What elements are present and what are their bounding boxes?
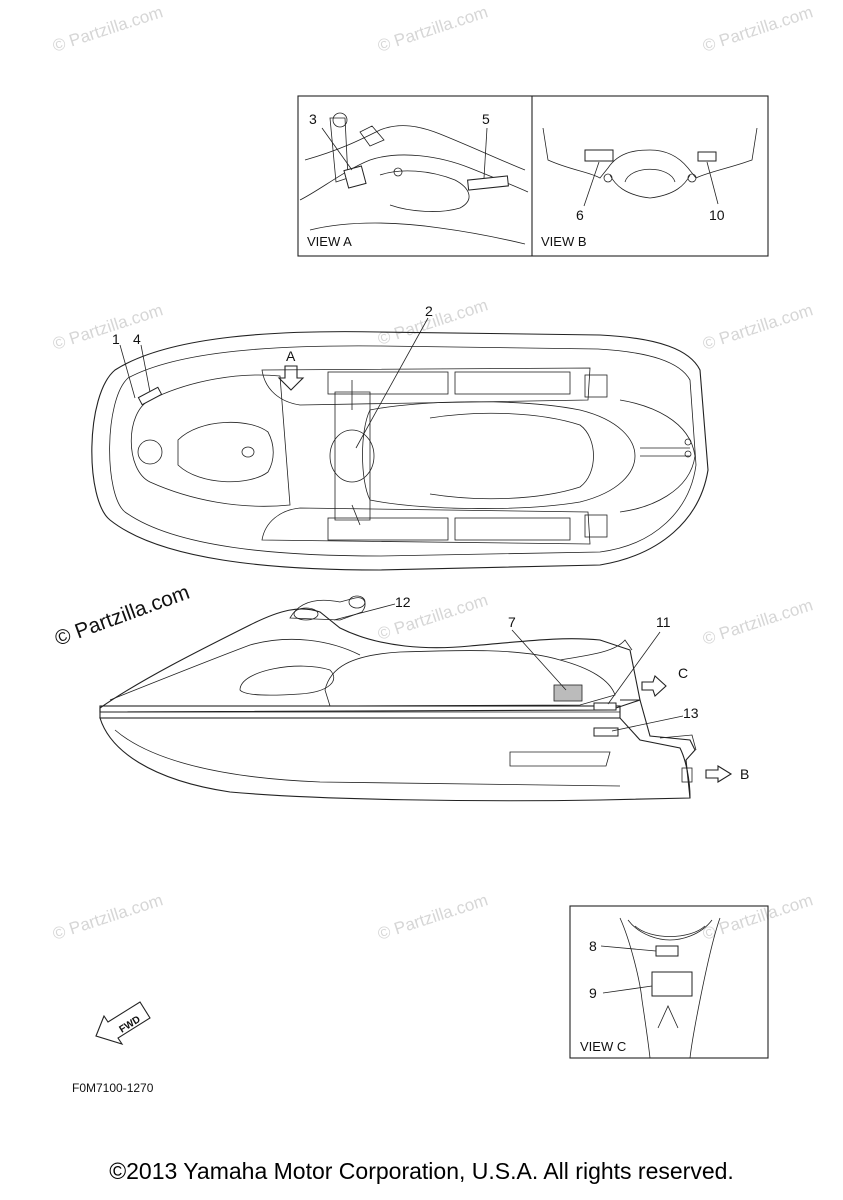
view-a-label: VIEW A	[307, 234, 352, 249]
callout-8: 8	[589, 938, 597, 954]
label-decal-3	[343, 165, 367, 189]
callout-12: 12	[395, 594, 411, 610]
callout-4: 4	[133, 331, 141, 347]
watermark-tile: © Partzilla.com	[375, 590, 490, 643]
view-c-arrow	[641, 675, 667, 697]
arrow-a-label: A	[286, 348, 296, 364]
fwd-label: FWD	[117, 1014, 142, 1035]
watermark-tile: © Partzilla.com	[50, 890, 165, 943]
copyright-notice: ©2013 Yamaha Motor Corporation, U.S.A. A…	[109, 1158, 734, 1184]
drawing-code: F0M7100-1270	[72, 1081, 154, 1095]
label-decal-13	[593, 727, 619, 737]
label-decal-5	[467, 175, 509, 191]
callout-5: 5	[482, 111, 490, 127]
view-b-arrow	[705, 765, 733, 783]
callout-10: 10	[709, 207, 725, 223]
label-decal-8	[655, 945, 679, 957]
watermark-tile: © Partzilla.com	[50, 300, 165, 353]
label-decal-1-4	[137, 386, 163, 406]
label-decal-7	[553, 684, 583, 702]
watermark-tile: © Partzilla.com	[50, 2, 165, 55]
callout-11: 11	[656, 614, 671, 630]
view-c-box: 8 9 VIEW C	[569, 905, 769, 1059]
view-b-label: VIEW B	[541, 234, 587, 249]
callout-2: 2	[425, 303, 433, 319]
watermark-main: © Partzilla.com	[52, 581, 193, 651]
arrow-c-label: C	[678, 665, 688, 681]
view-c-label: VIEW C	[580, 1039, 626, 1054]
callout-6: 6	[576, 207, 584, 223]
view-b-sketch: 6 10 VIEW B	[541, 127, 758, 249]
callout-3: 3	[309, 111, 317, 127]
label-decal-10	[697, 151, 717, 162]
label-decal-9	[651, 971, 693, 997]
label-decal-11	[593, 702, 617, 711]
side-view: 12 7 11 13 C B	[99, 594, 749, 802]
watermark-tile: © Partzilla.com	[700, 595, 815, 648]
top-view: A 1 4 2	[91, 303, 709, 571]
callout-1: 1	[112, 331, 120, 347]
callout-13: 13	[683, 705, 699, 721]
watermark-tile: © Partzilla.com	[700, 890, 815, 943]
watermark-tile: © Partzilla.com	[375, 2, 490, 55]
view-a-sketch: 3 5 VIEW A	[299, 111, 529, 249]
callout-7: 7	[508, 614, 516, 630]
label-decal-6	[584, 149, 614, 162]
watermark-tile: © Partzilla.com	[700, 300, 815, 353]
watermark-tile: © Partzilla.com	[700, 2, 815, 55]
fwd-arrow: FWD	[95, 1001, 151, 1045]
arrow-b-label: B	[740, 766, 749, 782]
view-a-arrow	[277, 365, 305, 391]
watermark-tile: © Partzilla.com	[375, 890, 490, 943]
callout-9: 9	[589, 985, 597, 1001]
watermark-layer: © Partzilla.com © Partzilla.com © Partzi…	[50, 2, 815, 943]
view-ab-box: 3 5 VIEW A 6 10 VIEW B	[297, 95, 769, 257]
